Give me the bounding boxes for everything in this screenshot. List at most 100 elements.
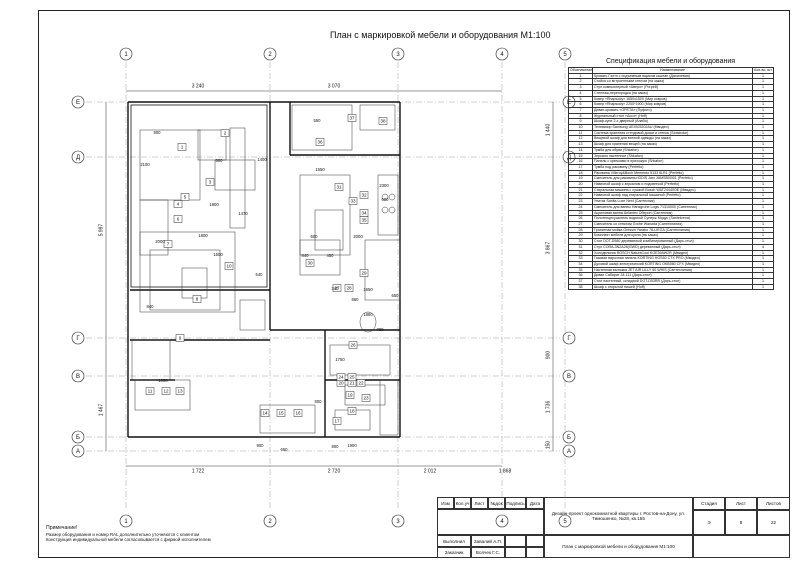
furniture-marker: 7: [167, 242, 170, 247]
furniture-marker-box: [175, 387, 185, 395]
furniture-outline: [314, 209, 344, 251]
axis-bubble: [495, 514, 509, 528]
furniture-marker: 30: [307, 261, 313, 266]
axis-label: 1: [124, 519, 128, 525]
spec-header-code: Обозначение: [568, 67, 593, 74]
plan-dimension: 900: [257, 443, 265, 448]
axis-label: В: [567, 374, 571, 380]
furniture-marker: 32: [361, 193, 367, 198]
furniture-marker: 3: [209, 180, 212, 185]
plan-dimension: 1050: [158, 378, 168, 383]
spec-cell-qty: 1: [752, 226, 774, 234]
spec-cell-qty: 1: [752, 249, 774, 257]
dimension-text: 2 720: [328, 468, 341, 474]
furniture-marker: 15: [278, 411, 284, 416]
plan-dimension: 500: [216, 158, 224, 163]
plan-dimension: 840: [147, 304, 155, 309]
furniture-marker-box: [359, 216, 369, 224]
dimension-text: 1 722: [192, 468, 205, 474]
furniture-marker-box: [220, 129, 230, 137]
axis-label: 3: [396, 519, 400, 525]
furniture-marker: 24: [338, 375, 344, 380]
axis-label: Г: [567, 336, 571, 342]
axis-label: Б: [567, 435, 571, 441]
spec-cell-qty: 4: [752, 243, 774, 251]
furniture-marker-box: [344, 284, 354, 292]
furniture-marker-box: [173, 200, 183, 208]
furniture-marker-box: [347, 373, 357, 381]
furniture-marker-box: [378, 117, 388, 125]
tb-role-1: Выполнил: [437, 535, 471, 547]
furniture-marker: 17: [334, 419, 340, 424]
furniture-marker-box: [180, 193, 190, 201]
axis-label: 1: [124, 52, 128, 58]
furniture-marker: 33: [350, 199, 356, 204]
tb-blank: [693, 535, 790, 558]
plan-dimension: 1550: [315, 167, 325, 172]
axis-bubble: [71, 95, 85, 109]
spec-cell-qty: 1: [752, 135, 774, 143]
furniture-marker-box: [315, 138, 325, 146]
furniture-marker-box: [361, 394, 371, 402]
plan-dimension: 780: [377, 327, 385, 332]
furniture-outline: [239, 299, 266, 331]
dimension-text: 5 997: [98, 224, 104, 237]
room-living: [130, 104, 268, 288]
furniture-outline: [259, 404, 316, 434]
axis-label: Е: [76, 100, 80, 106]
furniture-marker-box: [332, 417, 342, 425]
axis-bubble: [562, 331, 576, 345]
tb-col-sign: Подпись: [505, 497, 526, 509]
spec-cell-qty: 1: [752, 186, 774, 194]
sheet-frame: [38, 10, 790, 558]
furniture-marker: 23: [363, 396, 369, 401]
axis-bubble: [263, 514, 277, 528]
axis-bubble: [119, 514, 133, 528]
axis-bubble: [71, 444, 85, 458]
furniture-outline: [377, 174, 399, 236]
axis-label: 4: [500, 52, 504, 58]
furniture-marker: 29: [361, 271, 367, 276]
note-line: Размер оборудования и номер RAL дополнит…: [46, 531, 200, 537]
spec-cell-qty: 1: [752, 141, 774, 148]
axis-label: Д: [76, 155, 80, 161]
dimension-text: 3 070: [328, 83, 341, 89]
furniture-marker: 2: [224, 131, 227, 136]
furniture-marker: 26: [350, 343, 356, 348]
plan-dimension: 1400: [257, 157, 267, 162]
furniture-marker: 10: [226, 264, 232, 269]
spec-cell-qty: 1: [752, 169, 774, 177]
tb-date-2: [526, 547, 544, 558]
spec-cell-qty: 1: [752, 203, 774, 211]
axis-bubble: [71, 369, 85, 383]
furniture-marker-box: [332, 284, 342, 292]
axis-bubble: [391, 47, 405, 61]
plan-dimension: 800: [315, 399, 323, 404]
axis-bubble: [71, 331, 85, 345]
furniture-marker: 4: [177, 202, 180, 207]
tb-role-2: Заказчик: [437, 547, 471, 558]
spec-cell-qty: 1: [752, 238, 774, 245]
furniture-marker-box: [192, 295, 202, 303]
furniture-marker: 6: [177, 217, 180, 222]
drawing-title: План с маркировкой мебели и оборудования…: [330, 30, 551, 40]
dimension-text: 3 867: [545, 242, 551, 255]
plan-dimension: 2000: [353, 234, 363, 239]
furniture-marker-box: [177, 143, 187, 151]
note-title: Примечание!: [46, 525, 78, 531]
plan-dimension: 860: [352, 297, 360, 302]
furniture-marker: 8: [196, 297, 199, 302]
furniture-marker: 5: [184, 195, 187, 200]
spec-cell-qty: 1: [752, 198, 774, 205]
furniture-marker: 19: [347, 393, 353, 398]
tb-stage-header: Стадия: [693, 497, 725, 510]
spec-cell-qty: 1: [752, 181, 774, 188]
